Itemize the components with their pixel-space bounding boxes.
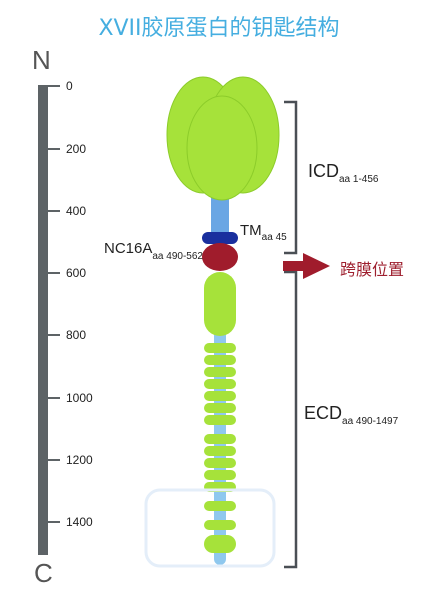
- c-terminus-label: C: [34, 558, 53, 588]
- nc16a-sub: aa 490-562: [152, 251, 203, 262]
- icd-globule: [166, 76, 280, 201]
- ecd-sub: aa 490-1497: [342, 416, 399, 427]
- n-terminus-label: N: [32, 45, 51, 75]
- tick-label: 800: [66, 328, 87, 342]
- tm-main: TM: [240, 222, 262, 239]
- tick-label: 200: [66, 142, 87, 156]
- ecd-bracket: [284, 270, 298, 569]
- tm-label: TMaa 45: [240, 222, 287, 243]
- ecd-main: ECD: [304, 403, 343, 423]
- tick-label: 0: [66, 79, 73, 93]
- tick-label: 400: [66, 204, 87, 218]
- tm-sub: aa 45: [261, 232, 287, 243]
- highlight-box: [144, 488, 276, 568]
- icd-bracket: [284, 100, 298, 255]
- tick-label: 1000: [66, 391, 93, 405]
- transmembrane-position-label: 跨膜位置: [340, 260, 405, 279]
- nc16a-domain: [202, 243, 238, 271]
- scale-ruler: [38, 85, 48, 555]
- icd-main: ICD: [308, 161, 339, 181]
- nc16a-main: NC16A: [104, 240, 153, 257]
- ecd-long-segment: [204, 272, 236, 336]
- nc16a-label: NC16Aaa 490-562: [104, 240, 203, 262]
- tick-label: 1400: [66, 515, 93, 529]
- tick-label: 600: [66, 266, 87, 280]
- blue-stalk-upper: [211, 195, 229, 235]
- diagram-title: XVII胶原蛋白的钥匙结构: [98, 16, 340, 41]
- transmembrane-arrow: [283, 253, 330, 279]
- icd-label: ICDaa 1-456: [308, 161, 379, 185]
- tm-domain: [202, 232, 238, 244]
- ecd-label: ECDaa 490-1497: [304, 403, 399, 427]
- icd-sub: aa 1-456: [339, 174, 379, 185]
- tick-label: 1200: [66, 453, 93, 467]
- scale-ticks: [48, 85, 60, 523]
- ecd-discs: [204, 343, 236, 553]
